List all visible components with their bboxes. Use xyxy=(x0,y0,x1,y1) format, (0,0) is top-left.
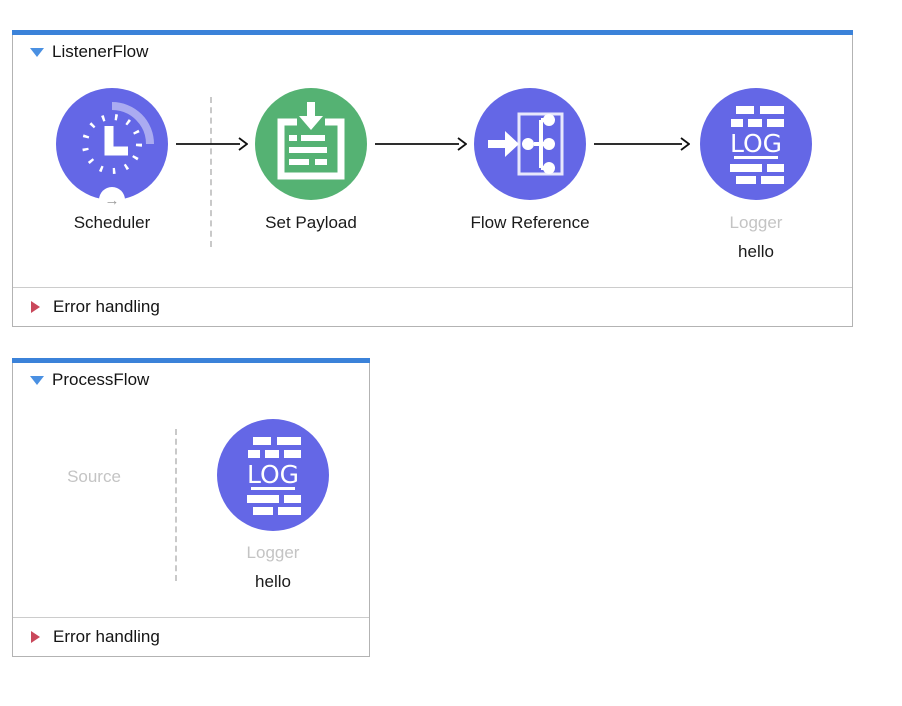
error-handling-label: Error handling xyxy=(53,297,160,316)
log-icon-text: LOG xyxy=(247,460,299,489)
node-sublabel-logger: hello xyxy=(738,242,774,261)
flow-accent-bar xyxy=(12,30,853,35)
node-scheduler[interactable]: → xyxy=(56,88,168,213)
source-placeholder[interactable]: Source xyxy=(67,467,121,486)
connector-arrow xyxy=(176,137,248,151)
flow-accent-bar xyxy=(12,358,370,363)
node-logger[interactable]: LOG xyxy=(700,88,812,200)
flow-container-processflow[interactable]: ProcessFlow Source LOG Logger hello xyxy=(12,358,370,657)
flow-container-listenerflow[interactable]: ListenerFlow → Scheduler xyxy=(12,30,853,327)
source-divider xyxy=(175,429,177,581)
node-set-payload[interactable] xyxy=(255,88,367,200)
log-icon-text: LOG xyxy=(730,129,782,158)
log-icon: LOG xyxy=(730,106,784,184)
notch-arrow-glyph: → xyxy=(104,191,120,209)
node-logger[interactable]: LOG xyxy=(217,419,329,531)
log-icon: LOG xyxy=(247,437,301,515)
source-divider xyxy=(210,97,212,247)
node-flow-reference[interactable] xyxy=(474,88,586,200)
node-label-flow-reference: Flow Reference xyxy=(470,213,590,232)
node-label-logger: Logger xyxy=(729,213,783,232)
error-handling-section[interactable]: Error handling xyxy=(13,617,369,656)
node-label-logger: Logger xyxy=(246,543,300,562)
flow-title: ListenerFlow xyxy=(52,42,149,61)
triangle-right-icon xyxy=(31,301,40,313)
connector-arrow xyxy=(594,137,690,151)
error-handling-label: Error handling xyxy=(53,627,160,646)
clock-icon xyxy=(82,102,154,174)
node-label-scheduler: Scheduler xyxy=(73,213,151,232)
collapse-triangle-icon[interactable] xyxy=(30,376,44,385)
arrow-right-icon: → xyxy=(99,187,125,213)
connector-arrow xyxy=(375,137,467,151)
collapse-triangle-icon[interactable] xyxy=(30,48,44,57)
payload-icon xyxy=(277,102,345,180)
node-sublabel-logger: hello xyxy=(255,572,291,591)
flow-title: ProcessFlow xyxy=(52,370,150,389)
error-handling-section[interactable]: Error handling xyxy=(13,287,852,326)
flow-reference-icon xyxy=(488,112,564,176)
triangle-right-icon xyxy=(31,631,40,643)
node-label-set-payload: Set Payload xyxy=(265,213,357,232)
